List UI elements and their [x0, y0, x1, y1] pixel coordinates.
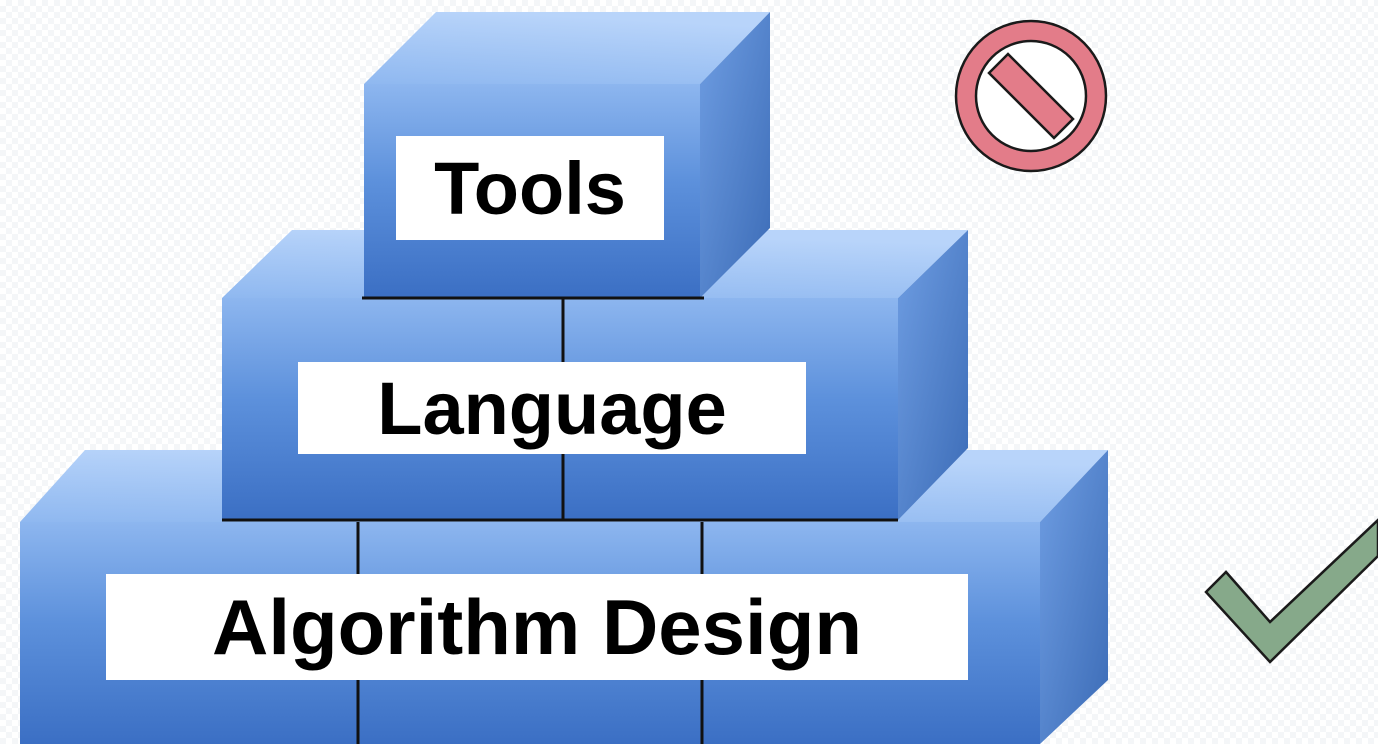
layer-label-tools: Tools [396, 136, 664, 240]
block-side-language [898, 230, 968, 520]
block-top-tools [364, 12, 770, 84]
checkmark-icon [1204, 518, 1378, 664]
block-side-algorithm [1040, 450, 1108, 744]
layer-label-text: Algorithm Design [211, 582, 862, 671]
layer-label-text: Tools [434, 146, 626, 230]
block-side-tools [700, 12, 770, 298]
layer-label-algorithm: Algorithm Design [106, 574, 968, 680]
layer-label-text: Language [377, 366, 727, 450]
prohibited-icon [954, 19, 1108, 173]
layer-label-language: Language [298, 362, 806, 454]
